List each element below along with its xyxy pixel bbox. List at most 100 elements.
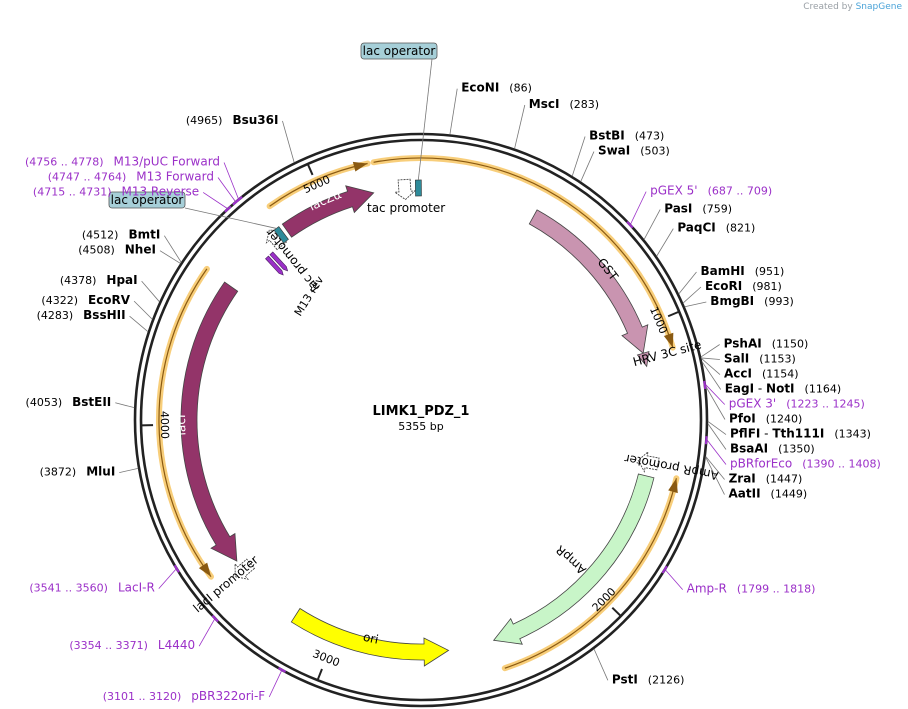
orf-arc-core [158, 268, 212, 578]
site-paqci-name: PaqCI [677, 221, 715, 235]
feature-ampr-label: AmpR [553, 542, 589, 577]
site-bmti-label: (4512)BmtI [82, 228, 160, 242]
primer-pgex-3--label: pGEX 3'(1223 .. 1245) [729, 397, 865, 411]
orf-arc-core [373, 157, 674, 348]
site-hpai-label: (4378)HpaI [60, 273, 138, 287]
feature-hrv-3c-site [636, 350, 650, 368]
primer-pbr322ori-f-label: (3101 .. 3120)pBR322ori-F [103, 689, 266, 703]
site-bmti-leader [163, 235, 182, 263]
site-aatii-leader [705, 456, 725, 495]
tick-mark [667, 310, 680, 318]
site-zrai-label: ZraI(1447) [729, 472, 803, 486]
primer-pbr322ori-f-pos: (3101 .. 3120) [103, 690, 182, 703]
site-ecori-label: EcoRI (981) [705, 279, 782, 293]
orf-arrowhead [663, 332, 674, 348]
site-eagi-sep: - [754, 382, 766, 396]
primer-l4440-leader [198, 619, 215, 647]
site-pfoi-pos: (1240) [766, 413, 803, 426]
site-aatii-pos: (1449) [771, 488, 808, 501]
primer-m13-puc-forward-pos: (4756 .. 4778) [25, 155, 104, 168]
orf-arrowhead [352, 161, 368, 172]
site-econi-pos: (86) [509, 82, 532, 95]
site-pflfi-pos: (1343) [834, 428, 871, 441]
primer-m13-reverse-label: (4715 .. 4731)M13 Reverse [33, 184, 199, 198]
site-msci-name: MscI [529, 97, 560, 111]
site-sali-label: SalI(1153) [724, 352, 796, 366]
site-ecorv-pos: (4322) [41, 294, 78, 307]
primer-pgex-5--name: pGEX 5' [650, 184, 697, 198]
site-bsaai-leader [707, 423, 727, 450]
site-msci-pos: (283) [569, 98, 599, 111]
tick-label: 4000 [158, 411, 172, 439]
primer-pbr322ori-f-mark [277, 667, 287, 673]
primer-pgex-5--leader [630, 191, 647, 225]
feature-ori-label: ori [362, 630, 380, 647]
primer-m13-forward-mark [232, 198, 240, 206]
site-pflfi-name2: Tth111I [772, 427, 824, 441]
site-hpai-name: HpaI [106, 273, 137, 287]
plasmid-size: 5355 bp [398, 420, 443, 433]
tick-label: 1000 [647, 305, 670, 336]
site-pshai-leader [700, 344, 720, 358]
primer-l4440-pos: (3354 .. 3371) [69, 639, 148, 652]
site-mlui-pos: (3872) [40, 466, 77, 479]
site-bstbi-label: BstBI (473) [589, 129, 664, 143]
site-econi-leader [449, 88, 458, 135]
site-pasi-leader [643, 209, 661, 240]
site-econi-name: EcoNI [461, 81, 499, 95]
site-ecori-pos: (981) [752, 280, 782, 293]
site-bsshii-label: (4283) BssHII [37, 308, 126, 322]
orf-arrowhead [198, 562, 211, 577]
primer-m13-puc-forward-label: (4756 .. 4778) M13/pUC Forward [25, 154, 220, 168]
site-paqci-label: PaqCI(821) [677, 221, 755, 235]
primer-laci-r-pos: (3541 .. 3560) [29, 582, 108, 595]
primer-m13-puc-forward-name: M13/pUC Forward [114, 154, 221, 168]
primer-m13-forward-name: M13 Forward [136, 169, 214, 183]
tick-mark [611, 606, 622, 617]
site-ecori-name: EcoRI [705, 279, 742, 293]
site-swai-leader [580, 151, 595, 182]
tick-mark [306, 163, 314, 176]
site-pshai-name: PshAI [724, 337, 762, 351]
m13-rev-arrow [265, 255, 284, 276]
feature-ori [290, 607, 450, 667]
site-bamhi-leader [678, 271, 697, 295]
site-pshai-label: PshAI(1150) [724, 337, 809, 351]
site-bsshii-name: BssHII [83, 308, 125, 322]
site-nhei-label: (4508)NheI [78, 243, 156, 257]
site-psti-leader [593, 648, 609, 681]
primer-l4440-mark [211, 614, 219, 623]
primer-amp-r-mark [661, 565, 668, 574]
lac-operator-mark [415, 179, 422, 197]
site-bstbi-name: BstBI [589, 129, 625, 143]
site-paqci-leader [656, 228, 674, 257]
site-nhei-pos: (4508) [78, 244, 115, 257]
primer-pgex-5--mark [626, 220, 634, 229]
site-bsteii-name: BstEII [72, 395, 111, 409]
site-bmti-name: BmtI [128, 228, 160, 242]
lac-operator-leader [417, 58, 433, 181]
site-bsaai-label: BsaAI(1350) [730, 442, 815, 456]
primer-pgex-3--name: pGEX 3' [729, 397, 776, 411]
site-bmgbi-label: BmgBI(993) [710, 294, 793, 308]
site-bmgbi-name: BmgBI [710, 294, 754, 308]
site-bsteii-label: (4053)BstEII [26, 395, 112, 409]
primer-m13-forward-pos: (4747 .. 4764) [48, 170, 127, 183]
lac-operator-box [360, 42, 438, 60]
site-acci-label: AccI(1154) [724, 367, 799, 381]
site-bstbi-pos: (473) [635, 130, 665, 143]
primer-pbrforeco-leader [706, 440, 727, 465]
credit-prefix: Created by [803, 2, 853, 12]
feature-gst [528, 209, 649, 354]
feature-ampr-promoter [637, 450, 660, 473]
snapgene-credit: Created by SnapGene [803, 2, 902, 12]
site-acci-leader [701, 357, 721, 375]
site-bsshii-pos: (4283) [37, 309, 74, 322]
site-bamhi-name: BamHI [700, 264, 744, 278]
feature-tac-promoter [393, 178, 417, 201]
primer-m13-puc-forward-leader [223, 162, 239, 199]
feature-tac-promoter-label: tac promoter [367, 201, 445, 215]
m13-rev-marker [265, 251, 289, 276]
